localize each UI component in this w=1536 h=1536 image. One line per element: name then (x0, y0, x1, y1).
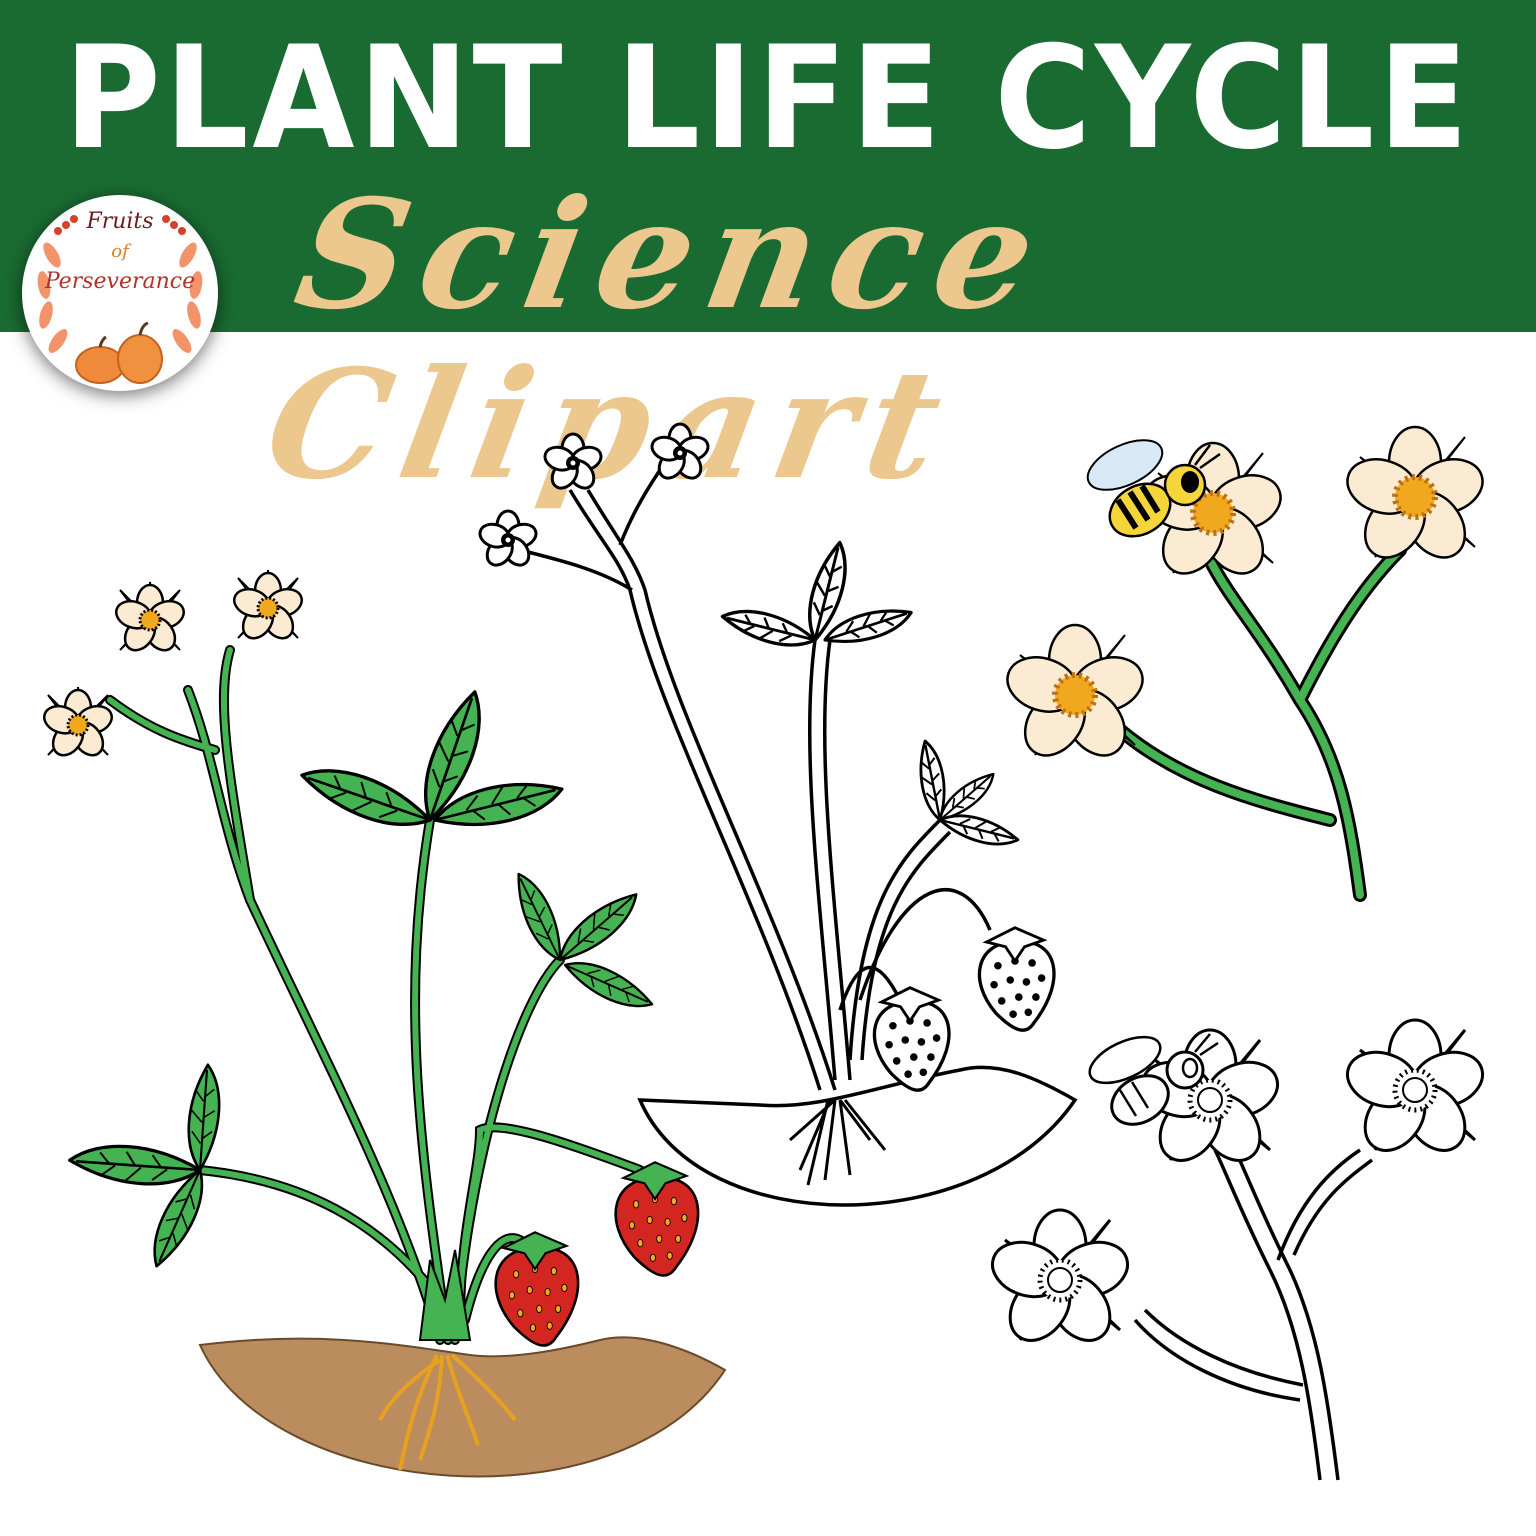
logo-text-of: of (111, 241, 129, 262)
colored-strawberry-plant (39, 568, 727, 1478)
brand-logo: Fruits of Perseverance (22, 195, 218, 391)
logo-text-perseverance: Perseverance (44, 269, 196, 294)
outline-strawberry-plant (475, 422, 1078, 1207)
page-title: PLANT LIFE CYCLE (63, 16, 1473, 181)
bee-outline-icon (1088, 1033, 1219, 1126)
logo-text-fruits: Fruits (86, 209, 154, 234)
wreath-icon (37, 215, 203, 384)
header-banner: PLANT LIFE CYCLE Science Clipart (0, 0, 1536, 513)
bee-icon (1086, 439, 1221, 538)
colored-flower-branch-with-bee (1000, 427, 1489, 902)
outline-flower-branch-with-bee (985, 1020, 1489, 1481)
